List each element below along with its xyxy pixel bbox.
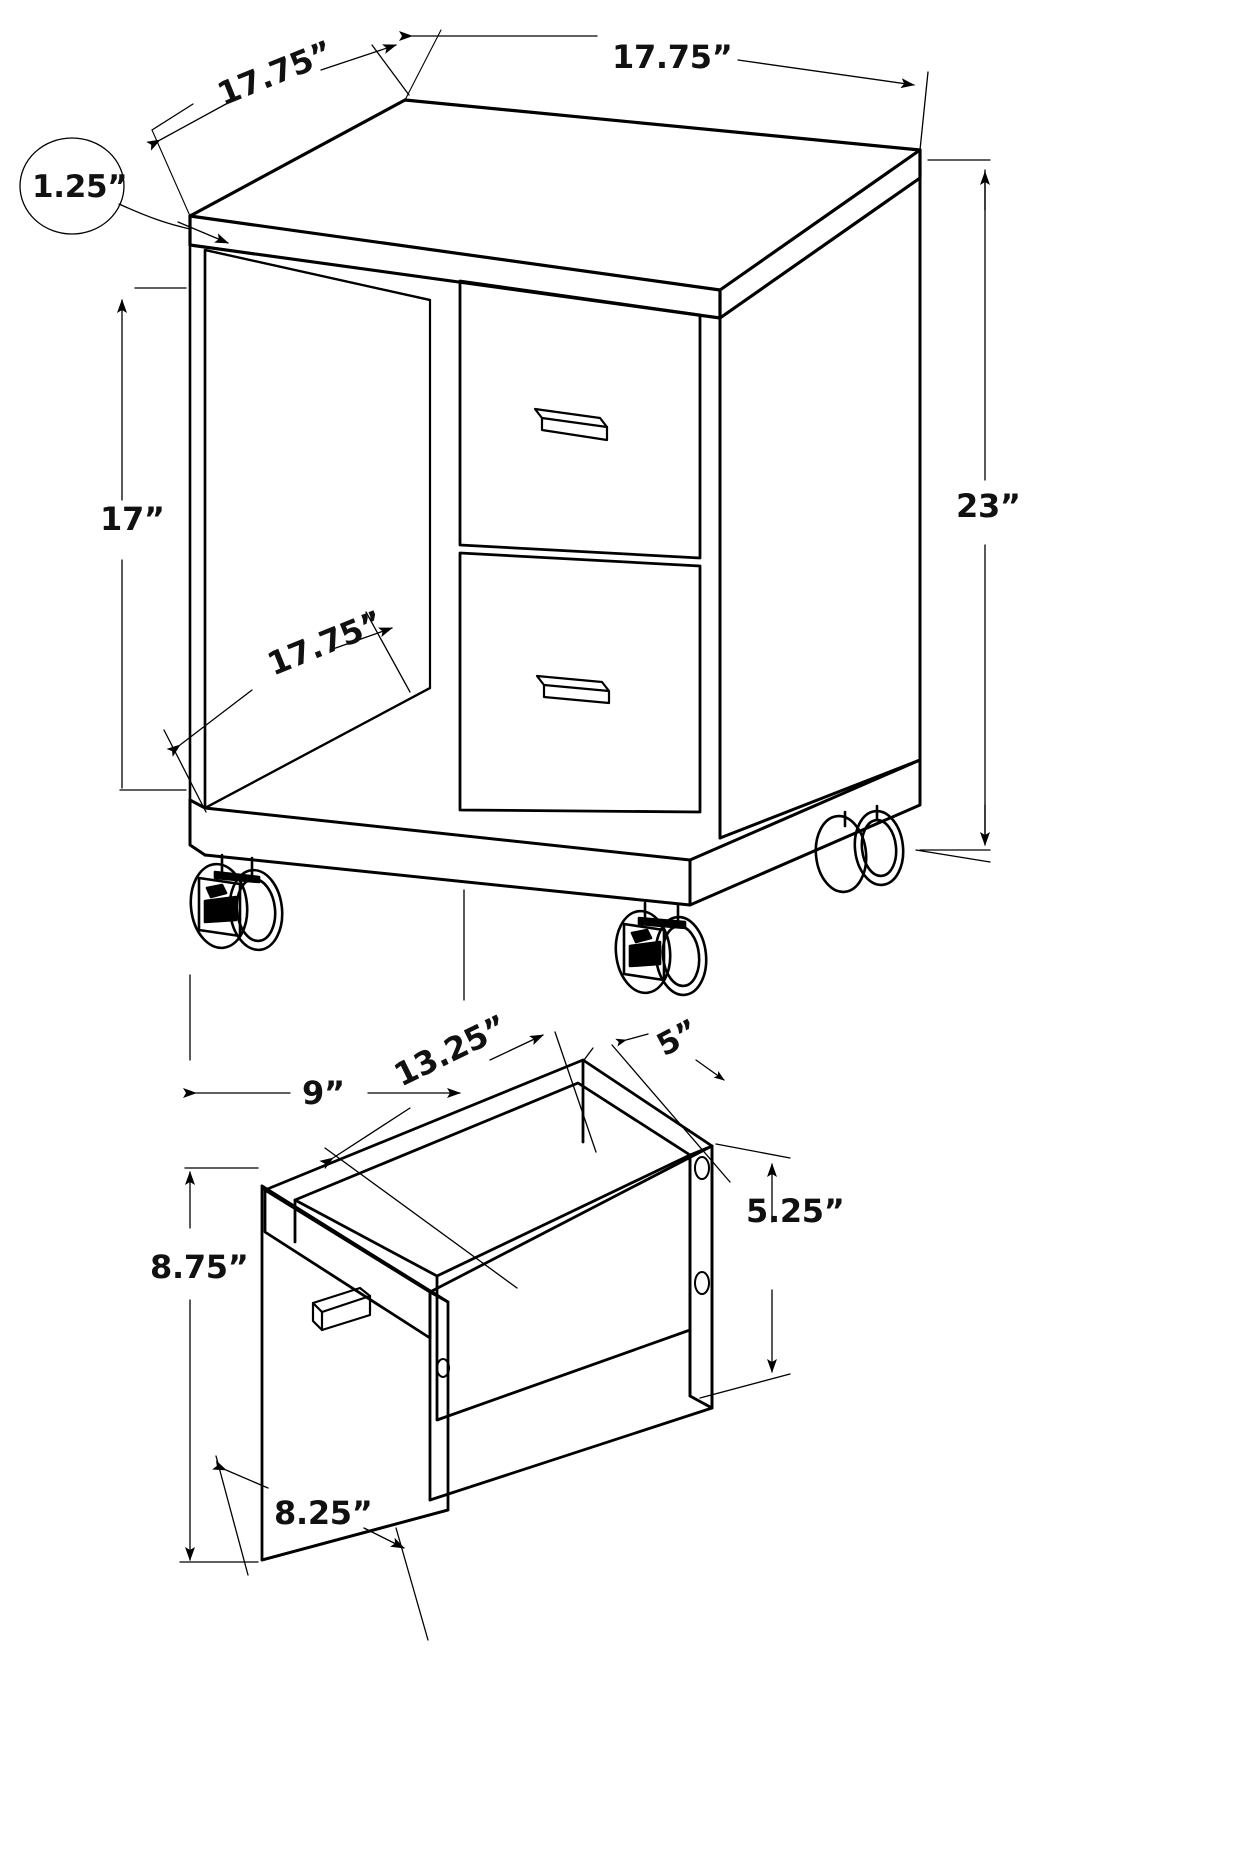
cabinet-open-shelf-interior	[203, 248, 432, 810]
dim-left-height	[117, 287, 187, 791]
drawer-front-panel	[260, 1184, 450, 1562]
dim-label-caster-offset: 9”	[302, 1074, 345, 1112]
dim-label-top-thickness-callout: 1.25”	[32, 169, 128, 205]
dim-drawer-depth	[583, 1033, 731, 1183]
dim-front-height	[179, 1167, 259, 1563]
caster-front-right	[614, 901, 708, 997]
dim-right-height	[915, 159, 991, 863]
dim-interior-depth	[163, 611, 411, 813]
dim-label-drawer-height: 5.25”	[746, 1192, 845, 1230]
cabinet-right-side-panel	[718, 176, 922, 840]
dim-label-right-height: 23”	[956, 487, 1021, 525]
cabinet-top-panel	[188, 98, 922, 320]
dim-label-top-right-width: 17.75”	[612, 38, 733, 76]
callout-circle-top-thickness	[19, 137, 229, 244]
drawer-front-screw	[436, 1358, 450, 1378]
cabinet-drawer-lower	[458, 551, 702, 814]
drawer-side-screw-upper	[694, 1156, 710, 1180]
dim-label-front-height: 8.75”	[150, 1248, 249, 1286]
dim-caster-offset	[183, 889, 465, 1098]
caster-rear-right	[814, 804, 905, 894]
lower-drawer-handle	[535, 674, 611, 705]
upper-drawer-handle	[533, 407, 609, 442]
drawer-side-screw-lower	[694, 1271, 710, 1295]
cabinet-base-plinth	[188, 758, 922, 907]
dim-drawer-height	[699, 1143, 791, 1399]
caster-front-left	[189, 853, 284, 952]
dim-label-front-width: 8.25”	[274, 1494, 373, 1532]
dim-drawer-length	[319, 1031, 597, 1289]
dim-label-left-height: 17”	[100, 500, 165, 538]
cabinet-drawer-upper	[458, 279, 702, 560]
drawer-front-handle	[311, 1286, 372, 1332]
extension-top-front-corner	[151, 29, 442, 217]
cabinet-left-side-panel	[188, 243, 207, 810]
dim-front-width	[212, 1455, 429, 1641]
dim-top-left-depth	[146, 44, 410, 151]
drawer-box	[263, 1058, 714, 1502]
dim-top-right-width	[399, 31, 929, 151]
